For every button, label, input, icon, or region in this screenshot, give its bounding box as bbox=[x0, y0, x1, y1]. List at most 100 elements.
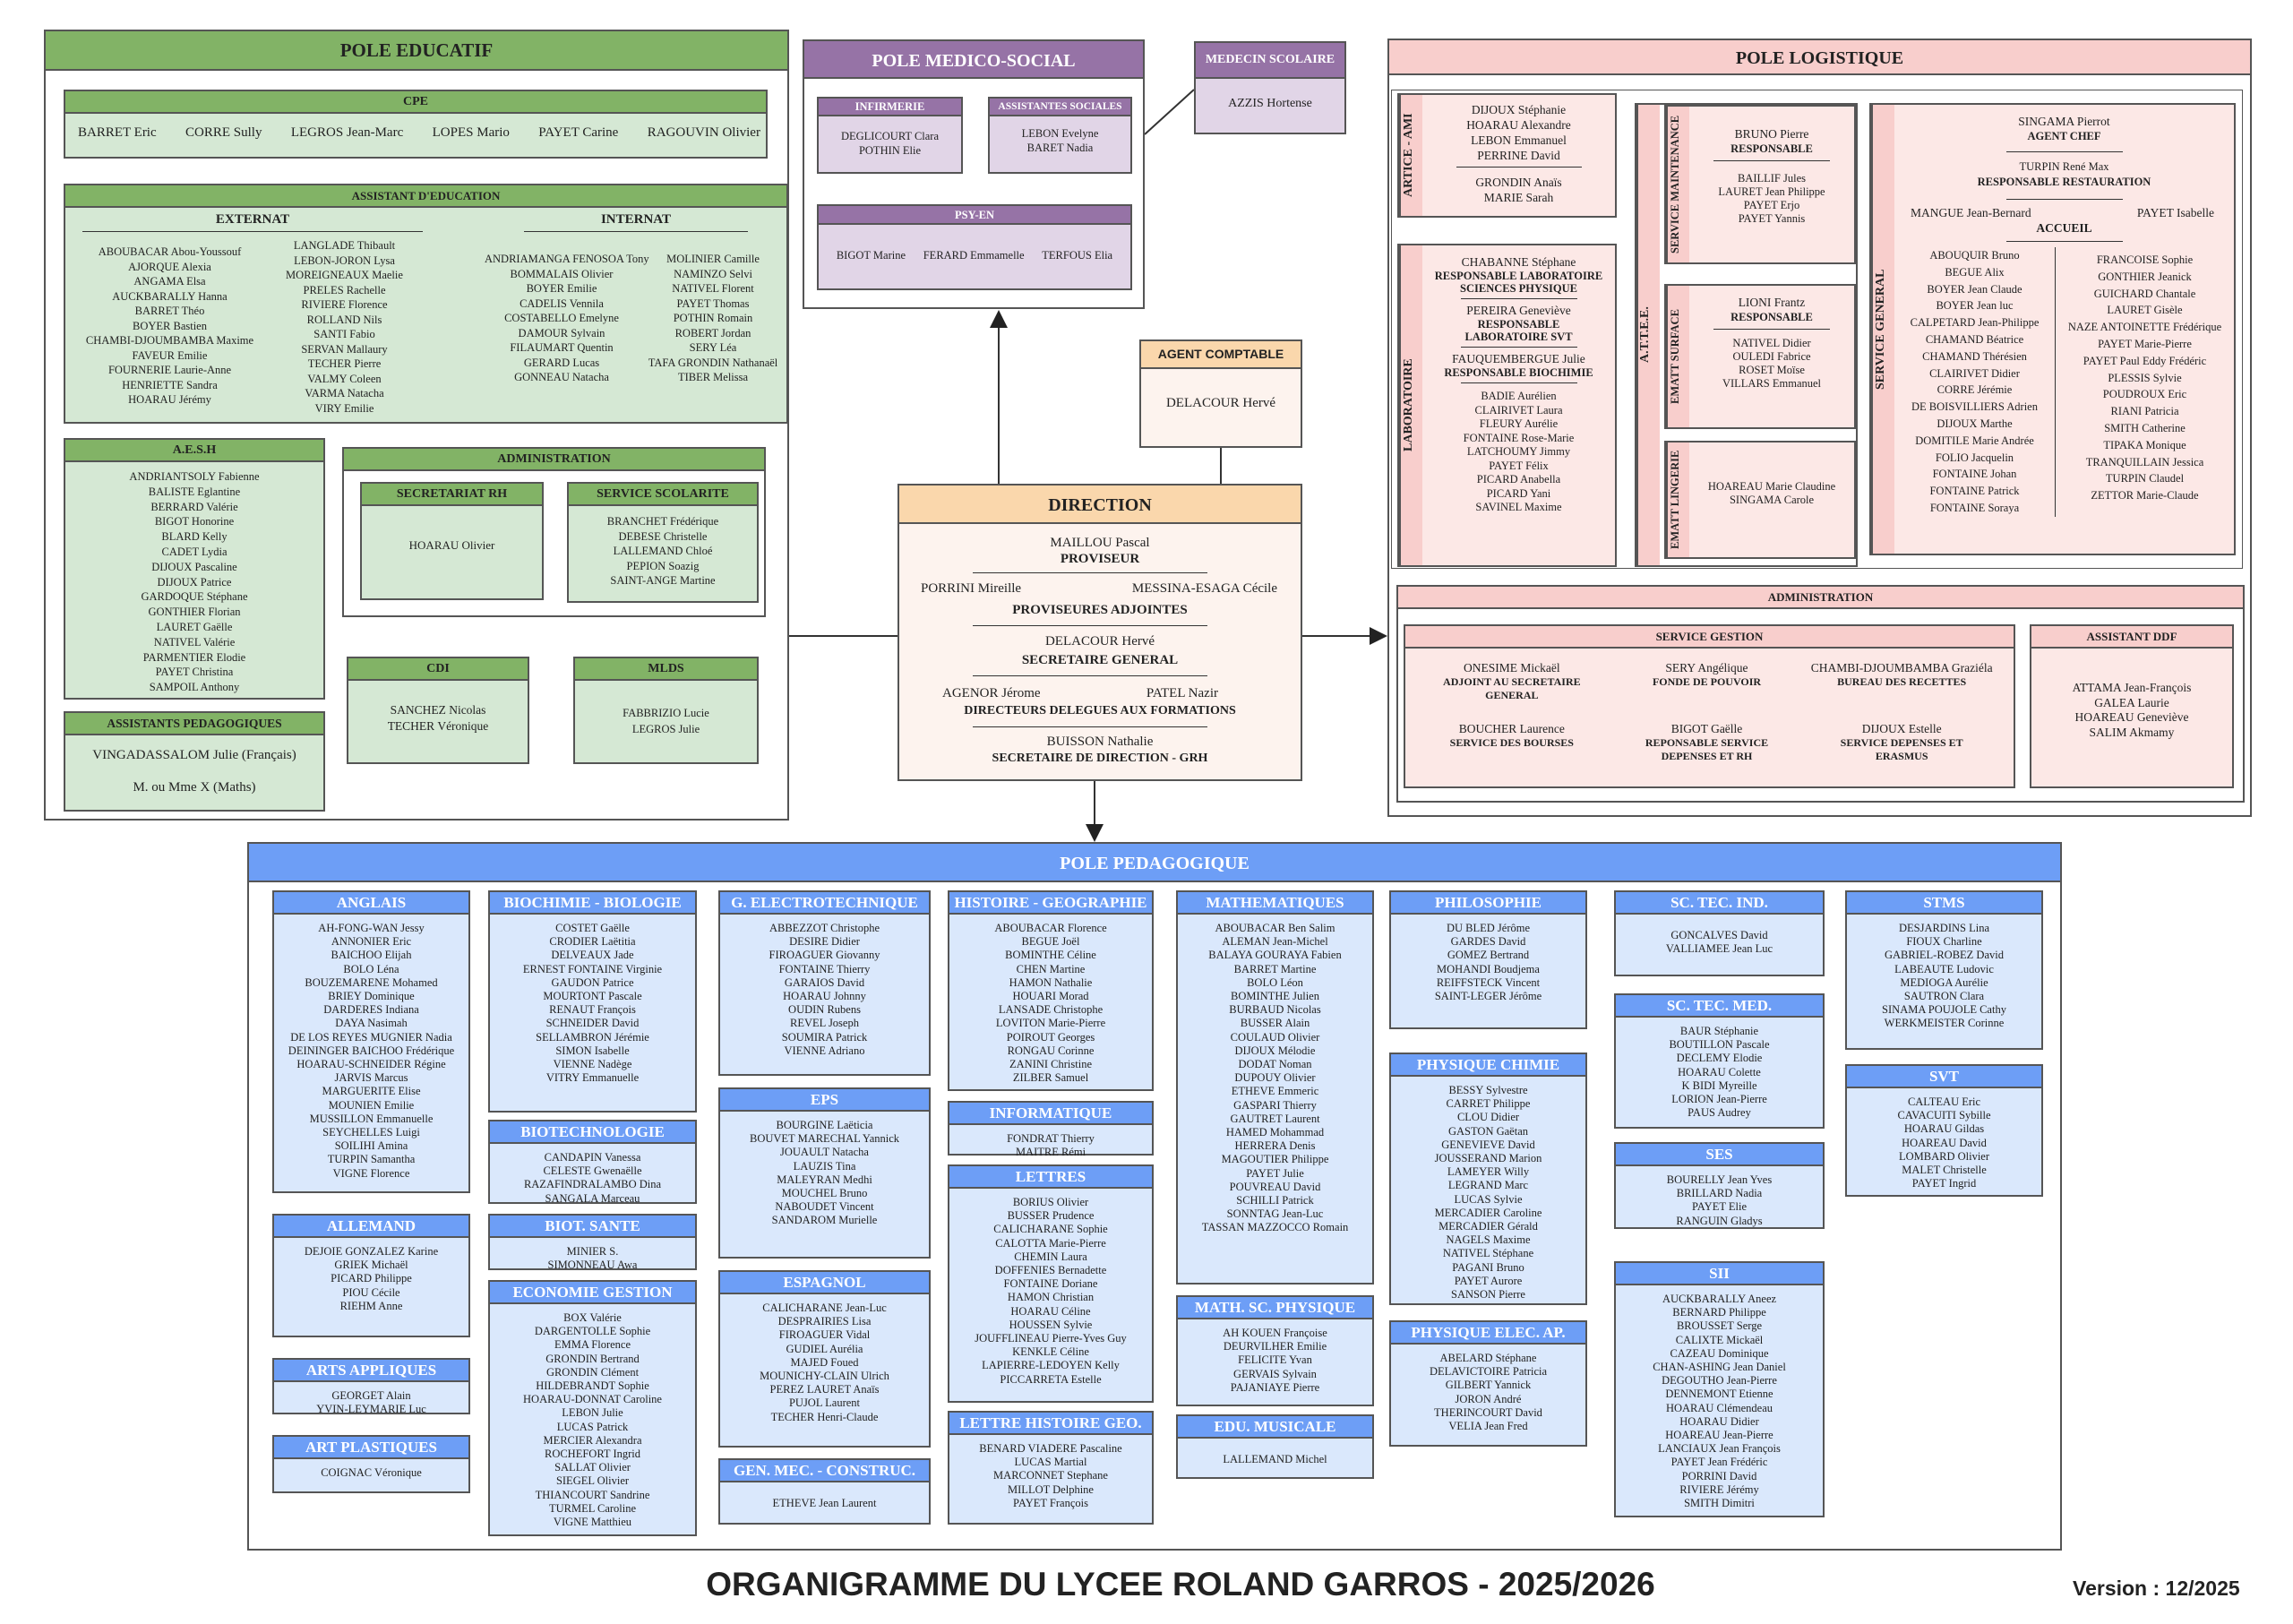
staff-member: HOARAU Clémendeau bbox=[1665, 1401, 1773, 1414]
staff-member: K BIDI Myreille bbox=[1681, 1078, 1757, 1092]
staff-member: CHAMAND Béatrice bbox=[1925, 332, 2024, 346]
staff-member: ETHEVE Emmeric bbox=[1231, 1085, 1319, 1098]
staff-member: ROCHEFORT Ingrid bbox=[544, 1448, 640, 1461]
staff-member: BADIE Aurélien bbox=[1481, 390, 1557, 402]
gestion-staff-role: SERVICE DEPENSES ET ERASMUS bbox=[1840, 736, 1963, 762]
psy-en-title: PSY-EN bbox=[819, 206, 1130, 225]
staff-member: COSTET Gaëlle bbox=[555, 922, 630, 934]
staff-member: GAUDON Patrice bbox=[551, 975, 634, 989]
staff-member: FONTAINE Doriane bbox=[1003, 1277, 1098, 1291]
staff-member: DESPRAIRIES Lisa bbox=[777, 1315, 872, 1328]
staff-member: HAMED Mohammad bbox=[1225, 1126, 1325, 1139]
agent-chef-name: SINGAMA Pierrot bbox=[2018, 115, 2110, 128]
staff-member: NATIVEL Didier bbox=[1732, 337, 1811, 349]
externat-title: EXTERNAT bbox=[215, 212, 290, 227]
assistantes-sociales-title: ASSISTANTES SOCIALES bbox=[990, 99, 1130, 116]
staff-member: LUCAS Sylvie bbox=[1454, 1192, 1523, 1206]
staff-member: TRANQUILLAIN Jessica bbox=[2085, 455, 2204, 468]
subject-title: ECONOMIE GESTION bbox=[490, 1282, 695, 1304]
staff-member: VARMA Natacha bbox=[305, 387, 384, 400]
staff-member: LALLEMAND Michel bbox=[1223, 1453, 1327, 1465]
staff-member: DECLEMY Elodie bbox=[1676, 1052, 1763, 1065]
staff-member: DIJOUX Marthe bbox=[1937, 417, 2013, 430]
staff-member: LEBON Evelyne bbox=[1021, 127, 1099, 140]
staff-member: BOYER Emilie bbox=[526, 282, 597, 295]
staff-member: PAYET Christina bbox=[155, 666, 234, 679]
staff-member: HOARAU Olivier bbox=[408, 538, 495, 552]
staff-member: FONTAINE Patrick bbox=[1929, 485, 2020, 498]
staff-member: GARDES David bbox=[1450, 935, 1526, 949]
staff-member: FRANCOISE Sophie bbox=[2096, 253, 2194, 266]
staff-member: BLARD Kelly bbox=[161, 530, 228, 544]
staff-member: GONCALVES David bbox=[1670, 929, 1768, 941]
staff-member: HOARAU Jérémy bbox=[128, 393, 211, 406]
aed-box: ASSISTANT D'EDUCATION EXTERNAT ABOUBACAR… bbox=[64, 184, 788, 424]
staff-member: DE LOS REYES MUGNIER Nadia bbox=[290, 1030, 452, 1044]
staff-member: DIJOUX Patrice bbox=[157, 575, 232, 589]
staff-member: BOUTILLON Pascale bbox=[1669, 1038, 1770, 1052]
staff-member: CAVACUITI Sybille bbox=[1897, 1109, 1991, 1122]
staff-member: GUDIEL Aurélia bbox=[786, 1342, 863, 1355]
subject-members: ETHEVE Jean Laurent bbox=[720, 1482, 929, 1510]
lab-responsable-role: RESPONSABLE LABORATOIRE SVT bbox=[1464, 318, 1573, 343]
subject-title: ALLEMAND bbox=[274, 1216, 468, 1238]
service-maintenance-label: SERVICE MAINTENANCE bbox=[1666, 107, 1689, 262]
staff-member: TERFOUS Elia bbox=[1042, 249, 1113, 262]
staff-member: VINGADASSALOM Julie (Français) bbox=[92, 748, 296, 762]
staff-member: POUDROUX Eric bbox=[2102, 388, 2187, 401]
staff-member: SALIM Akmamy bbox=[2089, 725, 2175, 739]
staff-member: MINIER S. bbox=[566, 1245, 619, 1258]
subject-title: ART PLASTIQUES bbox=[274, 1437, 468, 1459]
staff-member: LEBON Julie bbox=[562, 1406, 623, 1420]
staff-member: CLAIRIVET Didier bbox=[1929, 366, 2020, 380]
staff-member: LANSADE Christophe bbox=[998, 1003, 1104, 1017]
lab-responsable-role: RESPONSABLE LABORATOIRE SCIENCES PHYSIQU… bbox=[1434, 270, 1603, 295]
staff-member: PAYET Ingrid bbox=[1911, 1177, 1977, 1190]
medecin-scolaire-box: MEDECIN SCOLAIRE AZZIS Hortense bbox=[1194, 41, 1346, 134]
laboratoire-box: LABORATOIRE CHABANNE Stéphane RESPONSABL… bbox=[1397, 244, 1617, 567]
document-title: ORGANIGRAMME DU LYCEE ROLAND GARROS - 20… bbox=[706, 1566, 1655, 1603]
subject-title: GEN. MEC. - CONSTRUC. bbox=[720, 1460, 929, 1482]
staff-member: TIBER Melissa bbox=[677, 371, 749, 383]
subject-title: BIOTECHNOLOGIE bbox=[490, 1121, 695, 1144]
assistants-pedagogiques-members: VINGADASSALOM Julie (Français)M. ou Mme … bbox=[65, 735, 323, 803]
staff-member: FOLIO Jacquelin bbox=[1935, 451, 2014, 464]
staff-member: CAZEAU Dominique bbox=[1670, 1346, 1769, 1360]
staff-member: DEGLICOURT Clara bbox=[840, 130, 940, 142]
logistique-administration-title: ADMINISTRATION bbox=[1398, 587, 2243, 609]
staff-member: SINAMA POUJOLE Cathy bbox=[1882, 1003, 2006, 1017]
staff-member: MARIE Sarah bbox=[1483, 191, 1554, 204]
staff-member: SOUMIRA Patrick bbox=[781, 1030, 868, 1044]
staff-member: BEGUE Joël bbox=[1021, 935, 1080, 949]
staff-member: HOARAU Gildas bbox=[1903, 1122, 1985, 1136]
staff-member: BOLO Léna bbox=[343, 962, 399, 975]
staff-member: RIANI Patricia bbox=[2110, 405, 2179, 418]
staff-member: SAINT-ANGE Martine bbox=[610, 574, 716, 587]
staff-member: SIEGEL Olivier bbox=[555, 1474, 630, 1488]
staff-member: DELAVICTOIRE Patricia bbox=[1429, 1365, 1548, 1379]
staff-member: GENEVIEVE David bbox=[1441, 1138, 1535, 1151]
staff-member: PARMENTIER Elodie bbox=[142, 650, 246, 664]
gestion-staff-name: BIGOT Gaëlle bbox=[1670, 722, 1743, 735]
staff-member: FABBRIZIO Lucie bbox=[623, 707, 709, 719]
staff-member: MARGUERITE Elise bbox=[322, 1085, 421, 1098]
ematt-surface-label: EMATT SURFACE bbox=[1666, 286, 1689, 427]
